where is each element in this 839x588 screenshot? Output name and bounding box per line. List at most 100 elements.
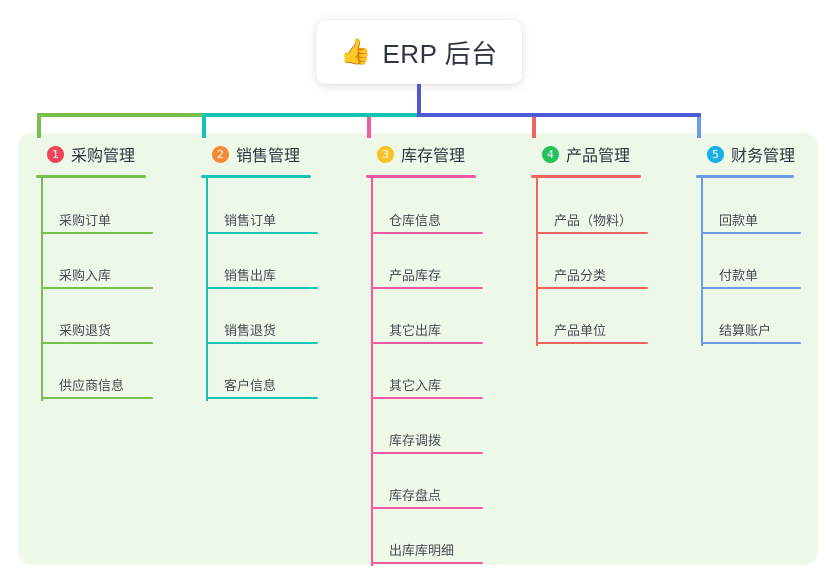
leaf-item-label: 其它入库 xyxy=(389,378,442,393)
branch-column-3: 3 库存管理仓库信息产品库存其它出库其它入库库存调拨库存盘点出库库明细 xyxy=(366,141,516,566)
branch-drop-line-3 xyxy=(367,113,371,138)
leaf-item-label: 付款单 xyxy=(719,268,759,283)
leaf-item-label: 供应商信息 xyxy=(59,378,125,393)
leaf-item-rule xyxy=(371,562,483,564)
leaf-item[interactable]: 出库库明细 xyxy=(371,540,493,568)
leaf-item[interactable]: 采购退货 xyxy=(41,320,163,348)
branch-spine-5 xyxy=(701,175,703,346)
leaf-item[interactable]: 其它入库 xyxy=(371,375,493,403)
branch-header-rule-1 xyxy=(36,175,146,178)
branch-header-2[interactable]: 2 销售管理 xyxy=(201,141,351,167)
leaf-item-rule xyxy=(701,342,801,344)
branch-number-badge-4: 4 xyxy=(542,145,559,163)
bus-segment-2 xyxy=(202,113,419,117)
leaf-item-rule xyxy=(371,232,483,234)
bus-segment-right xyxy=(417,113,701,117)
leaf-item-rule xyxy=(536,287,648,289)
leaf-item[interactable]: 采购入库 xyxy=(41,265,163,293)
root-drop-line xyxy=(417,84,421,116)
thumbs-up-icon: 👍 xyxy=(340,37,372,66)
branch-header-rule-5 xyxy=(696,175,794,178)
leaf-item[interactable]: 销售出库 xyxy=(206,265,328,293)
leaf-item-label: 产品（物料） xyxy=(554,213,633,228)
leaf-item[interactable]: 库存盘点 xyxy=(371,485,493,513)
branch-header-rule-2 xyxy=(201,175,311,178)
leaf-item-rule xyxy=(536,232,648,234)
branch-spine-3 xyxy=(371,175,373,566)
branches-panel xyxy=(18,133,818,565)
leaf-item-rule xyxy=(206,397,318,399)
leaf-item[interactable]: 仓库信息 xyxy=(371,210,493,238)
leaf-item[interactable]: 供应商信息 xyxy=(41,375,163,403)
branch-header-rule-4 xyxy=(531,175,641,178)
leaf-item-label: 销售订单 xyxy=(224,213,277,228)
leaf-item[interactable]: 库存调拨 xyxy=(371,430,493,458)
leaf-item-rule xyxy=(701,287,801,289)
branch-spine-4 xyxy=(536,175,538,346)
branch-header-4[interactable]: 4 产品管理 xyxy=(531,141,681,167)
branch-number-badge-2: 2 xyxy=(212,145,229,163)
leaf-item-rule xyxy=(371,287,483,289)
leaf-item-rule xyxy=(371,397,483,399)
leaf-item-label: 库存调拨 xyxy=(389,433,442,448)
branch-column-1: 1 采购管理采购订单采购入库采购退货供应商信息 xyxy=(36,141,186,401)
leaf-item-label: 出库库明细 xyxy=(389,543,455,558)
root-node-content: 👍 ERP 后台 xyxy=(340,34,497,71)
leaf-item-rule xyxy=(41,342,153,344)
leaf-item-label: 产品分类 xyxy=(554,268,607,283)
bus-segment-1 xyxy=(37,113,204,117)
root-node[interactable]: 👍 ERP 后台 xyxy=(316,20,522,84)
branch-title-1: 采购管理 xyxy=(71,148,136,165)
branch-title-5: 财务管理 xyxy=(731,148,796,165)
leaf-item[interactable]: 回款单 xyxy=(701,210,811,238)
branch-number-badge-1: 1 xyxy=(47,145,64,163)
branch-title-2: 销售管理 xyxy=(236,148,301,165)
leaf-item[interactable]: 产品分类 xyxy=(536,265,658,293)
leaf-item-label: 采购入库 xyxy=(59,268,112,283)
leaf-item[interactable]: 客户信息 xyxy=(206,375,328,403)
branch-column-4: 4 产品管理产品（物料） 产品分类产品单位 xyxy=(531,141,681,346)
branch-header-rule-3 xyxy=(366,175,476,178)
branch-header-5[interactable]: 5 财务管理 xyxy=(696,141,834,167)
leaf-item-label: 库存盘点 xyxy=(389,488,442,503)
leaf-item[interactable]: 采购订单 xyxy=(41,210,163,238)
branch-column-5: 5 财务管理回款单付款单结算账户 xyxy=(696,141,834,346)
root-node-title: ERP 后台 xyxy=(382,38,498,69)
leaf-item-rule xyxy=(371,452,483,454)
leaf-item-label: 采购订单 xyxy=(59,213,112,228)
branch-header-3[interactable]: 3 库存管理 xyxy=(366,141,516,167)
leaf-item-label: 产品单位 xyxy=(554,323,607,338)
leaf-item[interactable]: 其它出库 xyxy=(371,320,493,348)
leaf-item[interactable]: 产品库存 xyxy=(371,265,493,293)
branch-drop-line-2 xyxy=(202,113,206,138)
branch-column-2: 2 销售管理销售订单销售出库销售退货客户信息 xyxy=(201,141,351,401)
leaf-item-rule xyxy=(536,342,648,344)
branch-title-4: 产品管理 xyxy=(566,148,631,165)
leaf-item[interactable]: 结算账户 xyxy=(701,320,811,348)
branch-number-badge-3: 3 xyxy=(377,145,394,163)
leaf-item[interactable]: 销售订单 xyxy=(206,210,328,238)
leaf-item-label: 其它出库 xyxy=(389,323,442,338)
leaf-item-rule xyxy=(371,507,483,509)
leaf-item-label: 产品库存 xyxy=(389,268,442,283)
leaf-item-label: 回款单 xyxy=(719,213,759,228)
leaf-item-rule xyxy=(41,397,153,399)
branch-drop-line-4 xyxy=(532,113,536,138)
leaf-item-label: 采购退货 xyxy=(59,323,112,338)
leaf-item-label: 仓库信息 xyxy=(389,213,442,228)
branch-drop-line-1 xyxy=(37,113,41,138)
leaf-item[interactable]: 销售退货 xyxy=(206,320,328,348)
leaf-item-rule xyxy=(206,287,318,289)
leaf-item[interactable]: 产品单位 xyxy=(536,320,658,348)
branch-title-3: 库存管理 xyxy=(401,148,466,165)
leaf-item[interactable]: 付款单 xyxy=(701,265,811,293)
leaf-item-rule xyxy=(701,232,801,234)
leaf-item[interactable]: 产品（物料） xyxy=(536,210,658,238)
branch-number-badge-5: 5 xyxy=(707,145,724,163)
leaf-item-rule xyxy=(206,232,318,234)
leaf-item-rule xyxy=(41,232,153,234)
branch-header-1[interactable]: 1 采购管理 xyxy=(36,141,186,167)
branch-drop-line-5 xyxy=(697,113,701,138)
leaf-item-rule xyxy=(371,342,483,344)
